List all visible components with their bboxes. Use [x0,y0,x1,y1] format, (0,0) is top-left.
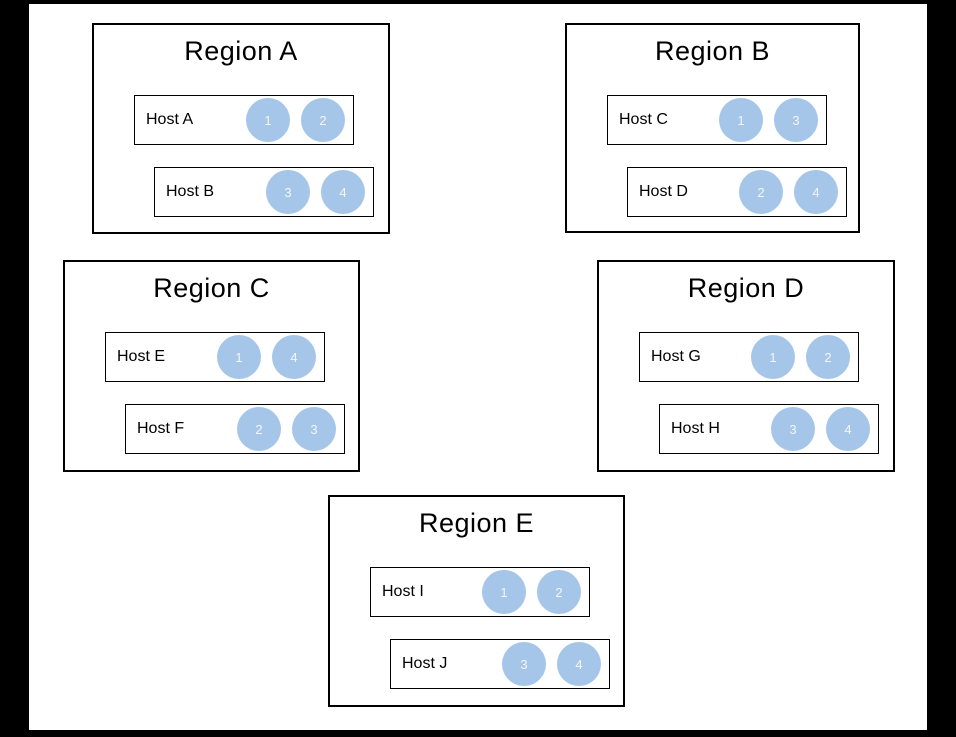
shard-circle: 2 [806,335,850,379]
host-label: Host B [166,183,215,200]
region-title: Region C [153,273,270,303]
host-box: Host A 1 2 [134,95,354,145]
shard-circle: 2 [739,170,783,214]
region-title: Region B [654,36,771,66]
diagram-canvas: Region A Host A 1 2 Host B 3 4 Region B … [29,4,927,730]
host-box: Host E 1 4 [105,332,325,382]
region-title: Region A [184,36,298,66]
shard-circle: 4 [557,642,601,686]
host-box: Host J 3 4 [390,639,610,689]
shard-circle: 3 [502,642,546,686]
host-box: Host C 1 3 [607,95,827,145]
host-box: Host B 3 4 [154,167,374,217]
shard-circle: 3 [266,170,310,214]
region-box-b: Region B Host C 1 3 Host D 2 4 [565,23,860,233]
host-box: Host D 2 4 [627,167,847,217]
host-box: Host F 2 3 [125,404,345,454]
shard-circle: 2 [301,98,345,142]
shard-circle: 1 [751,335,795,379]
host-label: Host D [639,183,688,200]
host-label: Host G [651,348,701,365]
host-label: Host J [402,655,448,672]
host-label: Host H [671,420,720,437]
region-box-d: Region D Host G 1 2 Host H 3 4 [597,260,895,472]
region-title: Region E [418,508,535,538]
shard-circle: 4 [272,335,316,379]
shard-circle: 1 [719,98,763,142]
region-box-e: Region E Host I 1 2 Host J 3 4 [328,495,625,707]
host-box: Host I 1 2 [370,567,590,617]
shard-circle: 4 [321,170,365,214]
host-label: Host E [117,348,166,365]
shard-circle: 4 [794,170,838,214]
region-box-c: Region C Host E 1 4 Host F 2 3 [63,260,360,472]
shard-circle: 4 [826,407,870,451]
shard-circle: 3 [292,407,336,451]
host-label: Host C [619,111,668,128]
shard-circle: 3 [771,407,815,451]
shard-circle: 2 [237,407,281,451]
shard-circle: 3 [774,98,818,142]
shard-circle: 1 [246,98,290,142]
host-label: Host A [146,111,194,128]
shard-circle: 1 [482,570,526,614]
shard-circle: 1 [217,335,261,379]
host-box: Host G 1 2 [639,332,859,382]
shard-circle: 2 [537,570,581,614]
host-box: Host H 3 4 [659,404,879,454]
region-box-a: Region A Host A 1 2 Host B 3 4 [92,23,390,234]
region-title: Region D [687,273,805,303]
host-label: Host F [137,420,185,437]
host-label: Host I [382,583,424,600]
